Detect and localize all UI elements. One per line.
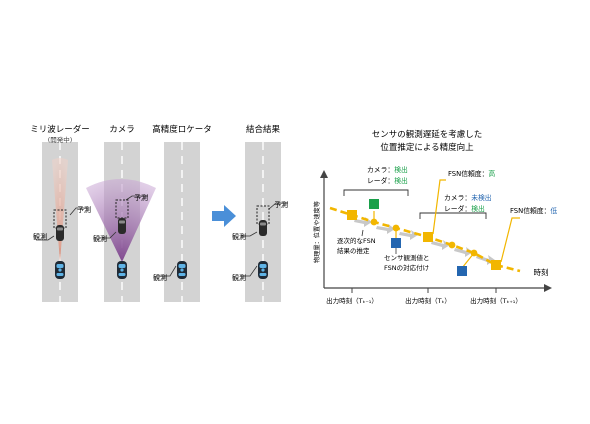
- fsn-output-square: [491, 260, 501, 270]
- ego-vehicle: [258, 261, 268, 279]
- predict-leader-line: [69, 207, 88, 216]
- observe-leader-line: [240, 231, 258, 237]
- ego-vehicle: [55, 261, 65, 279]
- association-label-1: センサ観測値と: [384, 253, 430, 262]
- x-axis-arrowhead: [544, 284, 552, 292]
- fsn-reliability-low: FSN信頼度：低: [510, 206, 557, 215]
- observe-leader-line: [36, 235, 55, 241]
- sequential-estimate-label-2: 結果の推定: [337, 246, 370, 255]
- ego-vehicle: [117, 261, 127, 279]
- tick-label-k-minus-1: 出力時刻（Tₖ₋₁）: [326, 296, 378, 305]
- observe-label: 観測: [153, 273, 167, 282]
- radar-observation-square: [457, 266, 467, 276]
- annotation-bracket: [419, 212, 487, 219]
- prediction-arrow: [431, 240, 450, 250]
- lead-vehicle: [259, 220, 267, 236]
- association-label-2: FSNの対応付け: [384, 263, 429, 272]
- radar-subtitle: (開発中): [48, 135, 73, 144]
- y-axis-arrowhead: [320, 170, 328, 178]
- combine-arrow-icon: [212, 205, 236, 227]
- annotation-bracket: [343, 189, 409, 196]
- prediction-arrow: [399, 230, 418, 240]
- prediction-arrow: [376, 224, 395, 234]
- x-axis-label: 時刻: [534, 267, 549, 277]
- chart-title-line1: センサの観測遅延を考慮した: [372, 129, 483, 140]
- camera-status-2: カメラ：未検出: [444, 193, 492, 202]
- fsn-output-square: [423, 232, 433, 242]
- predict-label: 予測: [77, 205, 91, 214]
- predict-label: 予測: [134, 193, 148, 202]
- radar-observation-square: [391, 238, 401, 248]
- sequential-estimate-leader: [361, 229, 364, 237]
- ego-vehicle: [177, 261, 187, 279]
- fsn-output-square: [347, 210, 357, 220]
- observe-label: 観測: [232, 232, 246, 241]
- locator-title: 高精度ロケータ: [152, 124, 212, 135]
- observe-label: 観測: [93, 234, 107, 243]
- radar-status-1: レーダ：検出: [367, 176, 408, 185]
- sequential-estimate-label-1: 逐次的なFSN: [337, 236, 376, 245]
- lead-vehicle: [118, 218, 126, 234]
- camera-status-1: カメラ：検出: [367, 165, 408, 174]
- fsn-reliability-high: FSN信頼度：高: [448, 169, 495, 178]
- prediction-arrow: [454, 247, 473, 257]
- association-line: [461, 252, 475, 269]
- lead-vehicle: [56, 225, 64, 241]
- radar-field-of-view: [52, 158, 68, 262]
- radar-title: ミリ波レーダー: [30, 124, 90, 135]
- observe-leader-line: [156, 265, 177, 277]
- observe-label: 観測: [33, 232, 47, 241]
- observe-leader-line: [98, 231, 117, 239]
- reliability-callout-line: [500, 217, 520, 263]
- fusion-title: 結合結果: [246, 124, 281, 135]
- predict-label: 予測: [274, 200, 288, 209]
- predict-leader-line: [125, 195, 148, 201]
- sequential-estimate-dot: [448, 241, 456, 249]
- camera-title: カメラ: [109, 125, 135, 135]
- reliability-callout-line: [432, 179, 446, 235]
- tick-label-k: 出力時刻（Tₖ）: [405, 296, 451, 305]
- camera-observation-square: [369, 199, 379, 209]
- observe-label: 観測: [232, 273, 246, 282]
- predict-leader-line: [268, 202, 288, 210]
- observe-leader-line: [240, 265, 258, 277]
- chart-title-line2: 位置推定による精度向上: [380, 142, 474, 153]
- radar-status-2: レーダ：検出: [444, 204, 485, 213]
- tick-label-k-plus-1: 出力時刻（Tₖ₊₁）: [470, 296, 522, 305]
- y-axis-label: 物理量：位置や速度等: [313, 201, 321, 263]
